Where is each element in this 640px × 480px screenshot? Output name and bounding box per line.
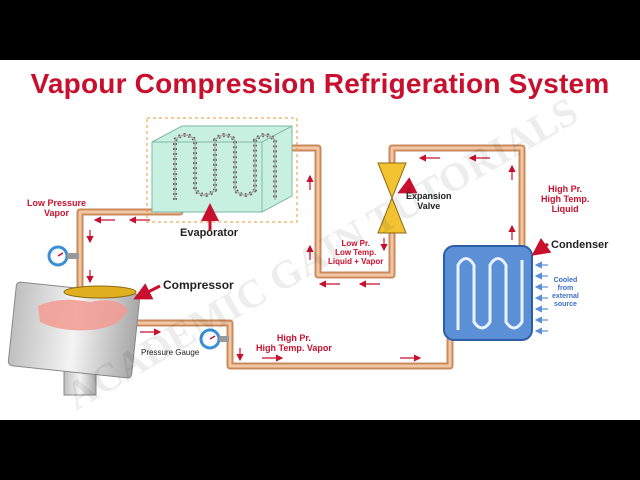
diagram-canvas: Vapour Compression Refrigeration System xyxy=(0,60,640,420)
condenser-label: Condenser xyxy=(551,239,609,251)
expansion-valve-label: Expansion Valve xyxy=(406,191,452,211)
high-pr-liquid-label: High Pr. High Temp. Liquid xyxy=(541,184,590,214)
evaporator xyxy=(146,117,298,223)
cooling-arrows xyxy=(534,261,548,335)
pointer-arrows xyxy=(133,177,552,300)
pressure-gauge-label: Pressure Gauge xyxy=(141,348,200,357)
compressor-label: Compressor xyxy=(163,278,234,292)
diagram-title: Vapour Compression Refrigeration System xyxy=(30,68,610,99)
cooled-external-label: Cooled from external source xyxy=(552,277,579,308)
refrigerant-pipe xyxy=(76,144,526,370)
pressure-gauge-right xyxy=(199,328,229,350)
top-letterbox xyxy=(0,0,640,60)
bottom-letterbox xyxy=(0,420,640,480)
compressor xyxy=(7,281,141,396)
condenser xyxy=(443,245,533,341)
high-pr-vapor-label: High Pr. High Temp. Vapor xyxy=(256,333,332,353)
low-pr-low-temp-label: Low Pr. Low Temp. Liquid + Vapor xyxy=(328,239,384,266)
evaporator-label: Evaporator xyxy=(180,227,239,239)
low-pressure-vapor-label: Low Pressure Vapor xyxy=(27,198,87,218)
flow-arrows xyxy=(86,154,516,362)
diagram-svg xyxy=(7,117,552,396)
pressure-gauge-left xyxy=(47,245,79,267)
